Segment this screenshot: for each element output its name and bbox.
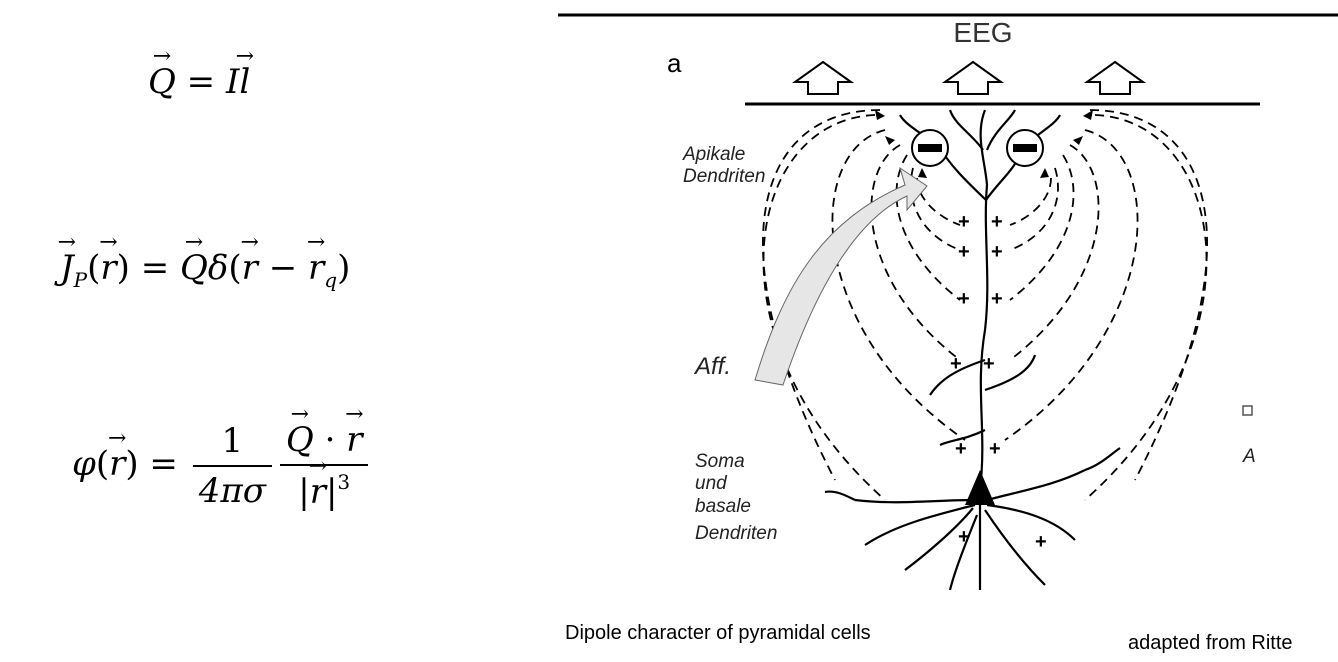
label-apical-dendrites-1: Apikale — [682, 144, 745, 165]
svg-text:+: + — [991, 288, 1003, 310]
label-soma-1: Soma — [695, 451, 745, 472]
caption-source: adapted from Ritte — [1128, 632, 1293, 654]
equation-dipole-moment: Q = Il — [148, 62, 250, 102]
svg-text:+: + — [989, 438, 1001, 460]
svg-text:+: + — [958, 526, 970, 548]
positive-charges: + + + + + + + + + + + + — [950, 211, 1047, 553]
svg-text:+: + — [983, 353, 995, 375]
caption-dipole: Dipole character of pyramidal cells — [565, 622, 871, 644]
afferent-arrow — [754, 166, 928, 386]
svg-text:+: + — [958, 288, 970, 310]
negative-charge-left — [911, 129, 949, 167]
pyramidal-cell-dipole-diagram: EEG a — [558, 13, 1338, 591]
label-afferent: Aff. — [693, 353, 731, 380]
label-soma-3: basale — [695, 496, 751, 517]
label-soma-2: und — [695, 473, 728, 494]
svg-text:+: + — [991, 241, 1003, 263]
up-arrow-left — [791, 60, 855, 95]
up-arrow-center — [941, 60, 1005, 95]
field-arrowheads — [875, 110, 1093, 178]
panel-label: a — [667, 48, 682, 78]
eeg-up-arrows — [791, 60, 1147, 95]
partial-right-box — [1242, 405, 1253, 416]
svg-text:+: + — [950, 353, 962, 375]
equation-current-density: JP(r) = Qδ(r − rq) — [60, 248, 350, 292]
pyramidal-neuron — [824, 109, 1121, 591]
soma — [965, 470, 995, 505]
label-soma-4: Dendriten — [695, 523, 777, 544]
svg-text:+: + — [958, 211, 970, 233]
partial-right-label: A — [1242, 446, 1256, 467]
svg-text:+: + — [955, 438, 967, 460]
svg-text:+: + — [958, 241, 970, 263]
up-arrow-right — [1083, 60, 1147, 95]
equation-potential: φ(r) = 14πσQ · r|r|3 — [72, 420, 372, 512]
svg-text:+: + — [1035, 531, 1047, 553]
svg-text:+: + — [991, 211, 1003, 233]
negative-charge-right — [1006, 129, 1044, 167]
label-apical-dendrites-2: Dendriten — [683, 166, 765, 187]
eeg-title: EEG — [953, 17, 1012, 48]
